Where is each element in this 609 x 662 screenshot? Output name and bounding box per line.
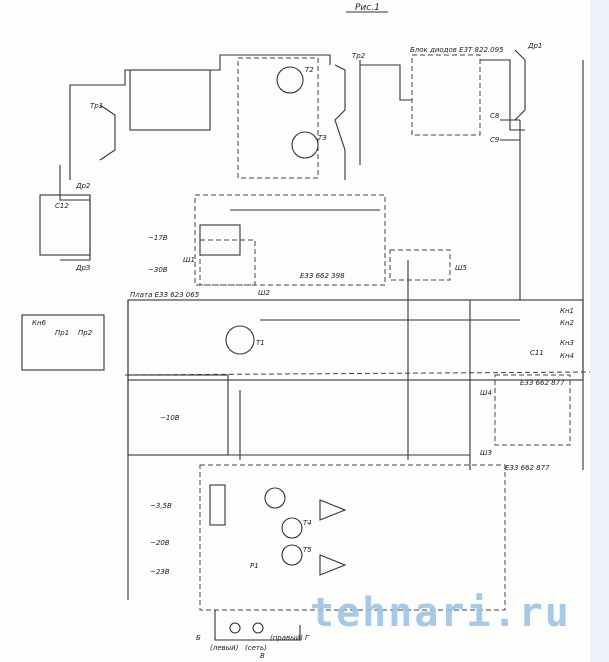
label-kn6: Кн6 (32, 319, 47, 327)
transistor-t3b (264, 487, 286, 509)
label-b: Б (196, 634, 201, 642)
label-board1: Е3З 662 398 (300, 272, 345, 280)
label-c9: С9 (490, 136, 500, 144)
label-sh2: Ш2 (258, 289, 270, 297)
label-t2: Т2 (305, 66, 314, 74)
label-10v: ~10В (160, 414, 180, 422)
transistor-t3 (291, 131, 319, 159)
label-pr2: Пр2 (78, 329, 93, 337)
component-labels: Тр1 Тр2 Др1 Др2 Др3 Т2 Т3 Т1 Т4 Т5 Блок … (32, 42, 575, 660)
label-kn4: Кн4 (560, 352, 574, 360)
label-kn1: Кн1 (560, 307, 574, 315)
label-v: В (260, 652, 265, 660)
label-t3: Т3 (318, 134, 327, 142)
label-c12: С12 (55, 202, 69, 210)
label-board4: Е3З 662 877 (505, 464, 550, 472)
label-tr2: Тр2 (352, 52, 366, 60)
label-lamp-left: (левый) (210, 644, 239, 652)
label-35v: ~3,5В (150, 502, 172, 510)
watermark: tehnari.ru (310, 590, 571, 636)
control-boards (124, 60, 591, 641)
label-t4: Т4 (303, 519, 312, 527)
label-c11: С11 (530, 349, 544, 357)
label-t1: Т1 (256, 339, 265, 347)
label-20v: ~20В (150, 539, 170, 547)
label-sh5: Ш5 (455, 264, 467, 272)
transistor-t2 (276, 66, 304, 94)
label-kn3: Кн3 (560, 339, 574, 347)
label-kn2: Кн2 (560, 319, 575, 327)
power-section (21, 49, 526, 371)
label-17v: ~17В (148, 234, 168, 242)
label-sh3: Ш3 (480, 449, 492, 457)
label-diode-block: Блок диодов Е3Т 822.095 (410, 46, 504, 54)
label-lamp-mid: (сеть) (245, 644, 267, 652)
label-lamp-right: (правый) (270, 634, 303, 642)
label-dr1: Др1 (527, 42, 542, 50)
label-sh4: Ш4 (480, 389, 492, 397)
transistor-t1 (225, 325, 255, 355)
label-23v: ~23В (150, 568, 170, 576)
label-tr1: Тр1 (90, 102, 103, 110)
label-c8: С8 (490, 112, 500, 120)
transistor-t5 (281, 544, 303, 566)
label-g: Г (305, 634, 310, 642)
label-board3: Е3З 662 877 (520, 379, 565, 387)
label-t5: Т5 (303, 546, 312, 554)
label-dr2: Др2 (75, 182, 91, 190)
label-board2: Плата Е3З 623 065 (130, 291, 200, 299)
label-pr1: Пр1 (55, 329, 69, 337)
transistor-t4 (281, 517, 303, 539)
figure-title: Рис.1 (355, 3, 380, 13)
label-30v: ~30В (148, 266, 168, 274)
label-dr3: Др3 (75, 264, 90, 272)
label-sh1: Ш1 (183, 256, 195, 264)
label-p1: Р1 (250, 562, 259, 570)
scrollbar-strip (590, 0, 609, 662)
